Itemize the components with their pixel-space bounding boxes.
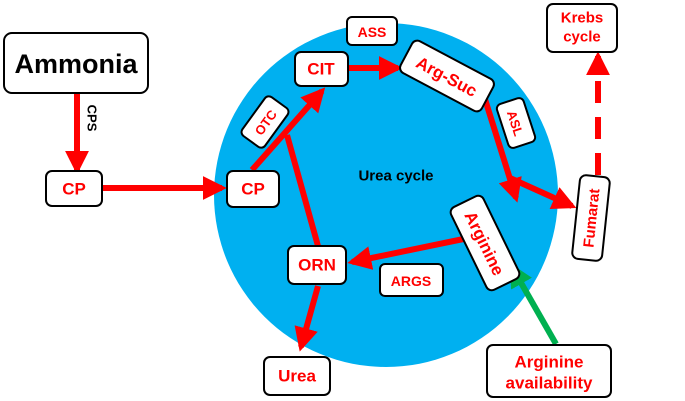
orn-label: ORN xyxy=(298,256,336,275)
cp-inner-label: CP xyxy=(241,180,265,199)
krebs-label-line2: cycle xyxy=(563,29,601,46)
ass-label: ASS xyxy=(358,24,387,40)
cps-label: CPS xyxy=(85,105,100,132)
otc-box xyxy=(240,95,290,149)
asl-box xyxy=(495,97,537,149)
arginine-box xyxy=(449,194,521,292)
krebs-label-line1: Krebs xyxy=(561,10,604,27)
urea-label: Urea xyxy=(278,367,316,386)
args-label: ARGS xyxy=(391,273,431,289)
arrow-to-fumarat xyxy=(508,175,577,210)
arrows xyxy=(65,51,610,352)
arrow-orn-to-urea xyxy=(294,285,321,352)
args-box xyxy=(379,263,444,297)
argsuc-box xyxy=(399,39,495,113)
arrow-cp-to-cit xyxy=(249,87,326,172)
cit-label: CIT xyxy=(307,60,335,79)
availability-label-line2: availability xyxy=(506,374,593,393)
availability-box xyxy=(486,344,612,398)
arrow-arginine-to-orn xyxy=(347,233,479,270)
availability-label-line1: Arginine xyxy=(515,353,584,372)
fumarat-label: Fumarat xyxy=(580,188,603,249)
orn-box xyxy=(287,245,347,285)
ass-box xyxy=(346,16,398,46)
boxes xyxy=(3,3,618,398)
urea-box xyxy=(263,356,331,396)
cp-inner-box xyxy=(226,170,280,208)
arrow-availability-to-arginine xyxy=(509,262,559,346)
cp-outer-box xyxy=(45,170,103,207)
ammonia-box xyxy=(3,32,149,94)
cp-outer-label: CP xyxy=(62,180,86,199)
arrow-orn-to-cp xyxy=(284,134,321,247)
center-label: Urea cycle xyxy=(358,168,433,185)
ammonia-label: Ammonia xyxy=(14,49,138,79)
krebs-box xyxy=(546,3,618,53)
fumarat-box xyxy=(571,174,611,262)
cit-box xyxy=(294,51,349,87)
